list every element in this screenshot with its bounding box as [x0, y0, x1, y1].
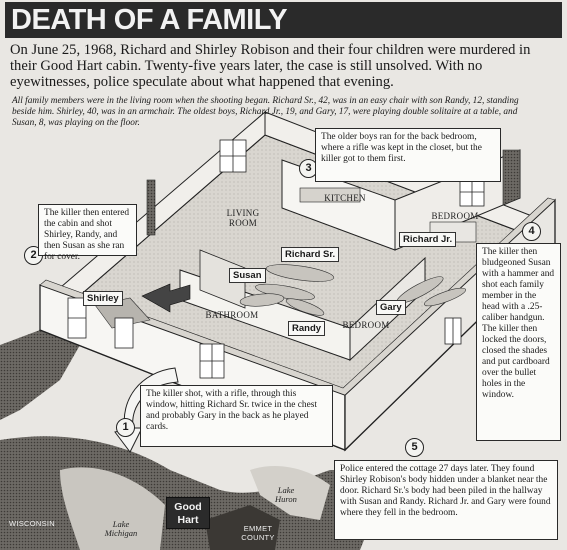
wall-bath-side	[199, 249, 246, 309]
lake-michigan-water	[60, 467, 165, 550]
lake-huron-water	[250, 465, 330, 520]
name-tag-richard-jr: Richard Jr.	[399, 232, 457, 247]
name-tag-shirley: Shirley	[83, 291, 123, 306]
front-wall-top	[39, 197, 556, 396]
name-tag-gary: Gary	[376, 300, 406, 315]
callout-4-number: 4	[522, 222, 541, 241]
map-label-emmet-county: EMMET COUNTY	[241, 524, 275, 542]
left-post	[146, 179, 156, 236]
callout-2-text: The killer then entered the cabin and sh…	[38, 204, 137, 262]
window-back	[219, 139, 485, 207]
callout-5-text: Police entered the cottage 27 days later…	[334, 460, 558, 540]
map-label-lake-michigan: Lake Michigan	[104, 519, 138, 538]
map-label-good-hart: Good Hart	[166, 497, 210, 529]
intro-paragraph: On June 25, 1968, Richard and Shirley Ro…	[10, 42, 531, 90]
room-label-bathroom: BATHROOM	[205, 310, 259, 320]
callout-1-text: The killer shot, with a rifle, through t…	[140, 385, 333, 447]
scene-caption: All family members were in the living ro…	[12, 96, 519, 128]
headline: DEATH OF A FAMILY	[5, 2, 562, 38]
name-tag-susan: Susan	[229, 268, 266, 283]
callout-1-number: 1	[116, 418, 135, 437]
front-door	[114, 317, 134, 349]
arrow-entry	[141, 283, 191, 313]
map-label-lake-huron: Lake Huron	[275, 485, 297, 504]
emmet-county-region	[205, 505, 280, 550]
map-label-wisconsin: WISCONSIN	[8, 519, 56, 528]
name-tag-randy: Randy	[288, 321, 326, 336]
room-label-bedroom-front: BEDROOM	[342, 320, 390, 330]
callout-5-number: 5	[405, 438, 424, 457]
back-right-dark-wall	[502, 149, 521, 206]
callout-3-text: The older boys ran for the back bedroom,…	[315, 128, 501, 182]
kitchen-counter	[299, 187, 361, 203]
victim-figures	[239, 264, 467, 316]
map-land-background	[0, 330, 80, 420]
room-label-living-room: LIVING ROOM	[226, 208, 260, 228]
callout-4-text: The killer then bludgeoned Susan with a …	[476, 243, 561, 441]
name-tag-richard-sr: Richard Sr.	[281, 247, 340, 262]
room-label-kitchen: KITCHEN	[324, 193, 366, 203]
room-label-bedroom-back: BEDROOM	[431, 211, 479, 221]
